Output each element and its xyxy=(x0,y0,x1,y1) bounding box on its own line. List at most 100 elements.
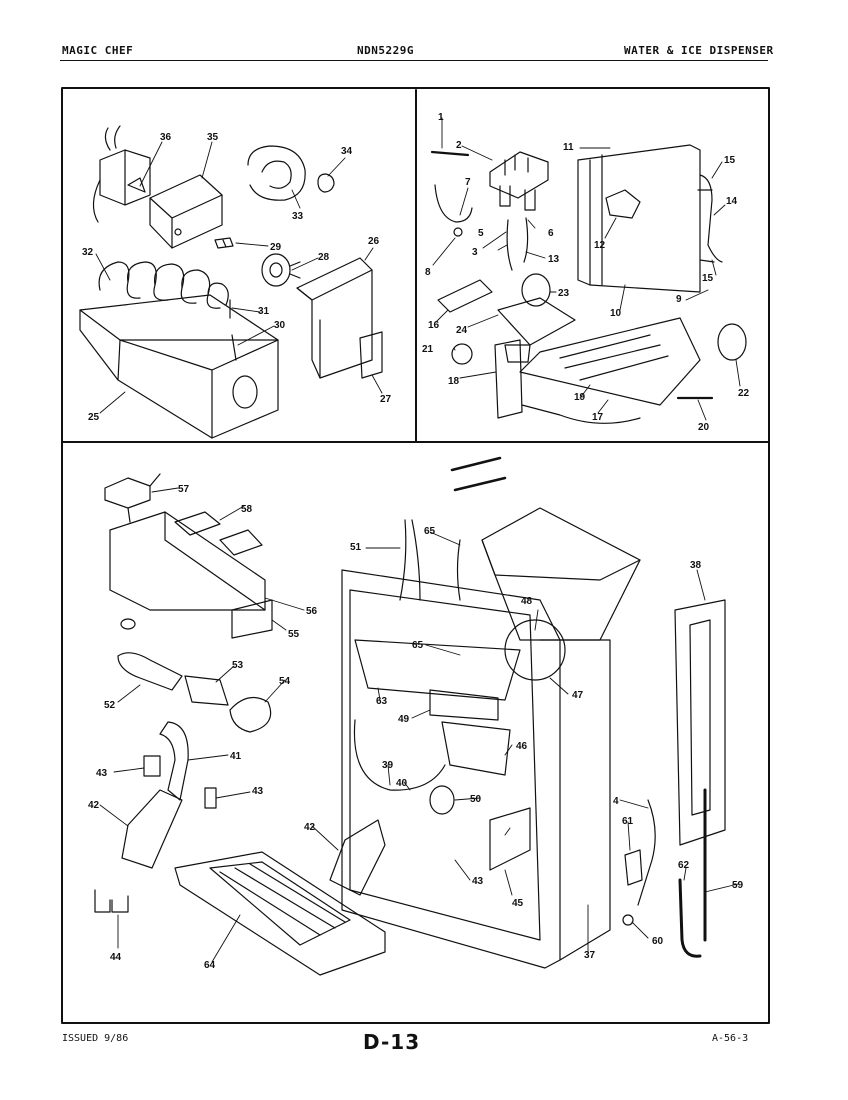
callout-28: 28 xyxy=(318,252,330,263)
callout-51: 51 xyxy=(350,542,362,553)
callout-39: 39 xyxy=(382,760,394,771)
callout-10: 10 xyxy=(610,308,622,319)
part-22-knob xyxy=(717,323,747,361)
part-1-tube xyxy=(430,150,470,157)
part-37-side xyxy=(539,639,611,961)
callout-11: 11 xyxy=(563,142,574,153)
part-15-clips xyxy=(697,189,715,263)
part-52-socket xyxy=(117,652,183,691)
part-23-grommet xyxy=(521,273,551,307)
part-54-bulb xyxy=(229,696,272,733)
part-48-detail-circle xyxy=(504,619,566,681)
callout-19: 19 xyxy=(574,392,586,403)
callout-3: 3 xyxy=(472,247,478,258)
callout-9: 9 xyxy=(676,294,682,305)
header-section: WATER & ICE DISPENSER xyxy=(624,44,774,57)
part-43-clip-a xyxy=(143,755,161,777)
callout-60: 60 xyxy=(652,936,664,947)
part-34-cap xyxy=(317,173,335,193)
callout-36: 36 xyxy=(160,132,172,143)
part-21-cam xyxy=(451,343,473,365)
callout-65-top: 65 xyxy=(424,526,436,537)
part-64-grille xyxy=(174,851,386,976)
callout-59: 59 xyxy=(732,880,744,891)
part-25-ice-mold xyxy=(79,294,279,439)
part-58-switch xyxy=(174,511,221,536)
part-41-arm xyxy=(159,721,189,801)
part-24-funnel xyxy=(497,297,576,363)
part-16-strip xyxy=(437,279,493,313)
part-18-housing xyxy=(494,339,523,419)
callout-58: 58 xyxy=(241,504,253,515)
part-26-chute xyxy=(296,257,373,379)
callout-63: 63 xyxy=(376,696,388,707)
callout-37: 37 xyxy=(584,950,596,961)
part-49-plate xyxy=(429,689,499,721)
header-brand: MAGIC CHEF xyxy=(62,44,134,57)
callout-34: 34 xyxy=(341,146,353,157)
callout-47: 47 xyxy=(572,690,584,701)
callout-21: 21 xyxy=(422,344,434,355)
callout-15-top: 15 xyxy=(724,155,736,166)
callout-38: 38 xyxy=(690,560,702,571)
callout-29: 29 xyxy=(270,242,282,253)
callout-54: 54 xyxy=(279,676,291,687)
part-2-valve xyxy=(489,151,549,211)
callout-43-right: 43 xyxy=(472,876,484,887)
callout-14: 14 xyxy=(726,196,738,207)
callout-25: 25 xyxy=(88,412,100,423)
callout-57: 57 xyxy=(178,484,190,495)
part-36-solenoid xyxy=(92,125,151,223)
callout-13: 13 xyxy=(548,254,560,265)
part-8-fitting xyxy=(453,227,463,237)
part-43-clip-b xyxy=(204,787,217,809)
callout-46: 46 xyxy=(516,741,528,752)
footer-code: A-56-3 xyxy=(712,1033,749,1044)
main-dispenser-housing xyxy=(341,569,561,969)
callout-53: 53 xyxy=(232,660,244,671)
part-7-tube xyxy=(434,184,473,223)
part-46-bracket xyxy=(441,721,511,776)
callout-32: 32 xyxy=(82,247,94,258)
callout-52: 52 xyxy=(104,700,116,711)
callout-35: 35 xyxy=(207,132,219,143)
part-38-panel xyxy=(674,599,726,846)
wire-connectors xyxy=(450,456,507,492)
part-12-label xyxy=(605,189,641,219)
callout-42-mid: 42 xyxy=(304,822,316,833)
page-number: D-13 xyxy=(363,1030,421,1054)
callout-61: 61 xyxy=(622,816,634,827)
callout-4: 4 xyxy=(613,796,619,807)
callout-30: 30 xyxy=(274,320,286,331)
callout-22: 22 xyxy=(738,388,750,399)
part-35-bracket xyxy=(149,174,223,249)
part-55-cover xyxy=(231,599,273,639)
part-47-ice-bucket xyxy=(481,507,641,641)
callout-55: 55 xyxy=(288,629,300,640)
callout-5: 5 xyxy=(478,228,484,239)
callout-65-mid: 65 xyxy=(412,640,424,651)
callout-16: 16 xyxy=(428,320,440,331)
footer-issued: ISSUED 9/86 xyxy=(62,1033,129,1044)
leader-lines xyxy=(95,117,741,963)
part-56-bracket xyxy=(109,511,266,611)
callout-18: 18 xyxy=(448,376,460,387)
part-51-harness xyxy=(399,519,421,601)
callout-20: 20 xyxy=(698,422,710,433)
callout-44: 44 xyxy=(110,952,122,963)
part-62-tube xyxy=(678,878,702,958)
part-27-flap xyxy=(359,331,383,379)
callout-8: 8 xyxy=(425,267,431,278)
part-14-wire xyxy=(699,174,723,263)
callout-42-left: 42 xyxy=(88,800,100,811)
callout-40: 40 xyxy=(396,778,408,789)
header-rule xyxy=(60,60,768,61)
part-61-clip xyxy=(624,849,643,886)
part-58-switch-b xyxy=(219,529,263,556)
callout-43-left: 43 xyxy=(96,768,108,779)
part-32-heater-coil xyxy=(98,261,229,309)
callout-12: 12 xyxy=(594,240,606,251)
part-44-spring xyxy=(94,889,129,913)
part-10-panel xyxy=(577,144,701,293)
